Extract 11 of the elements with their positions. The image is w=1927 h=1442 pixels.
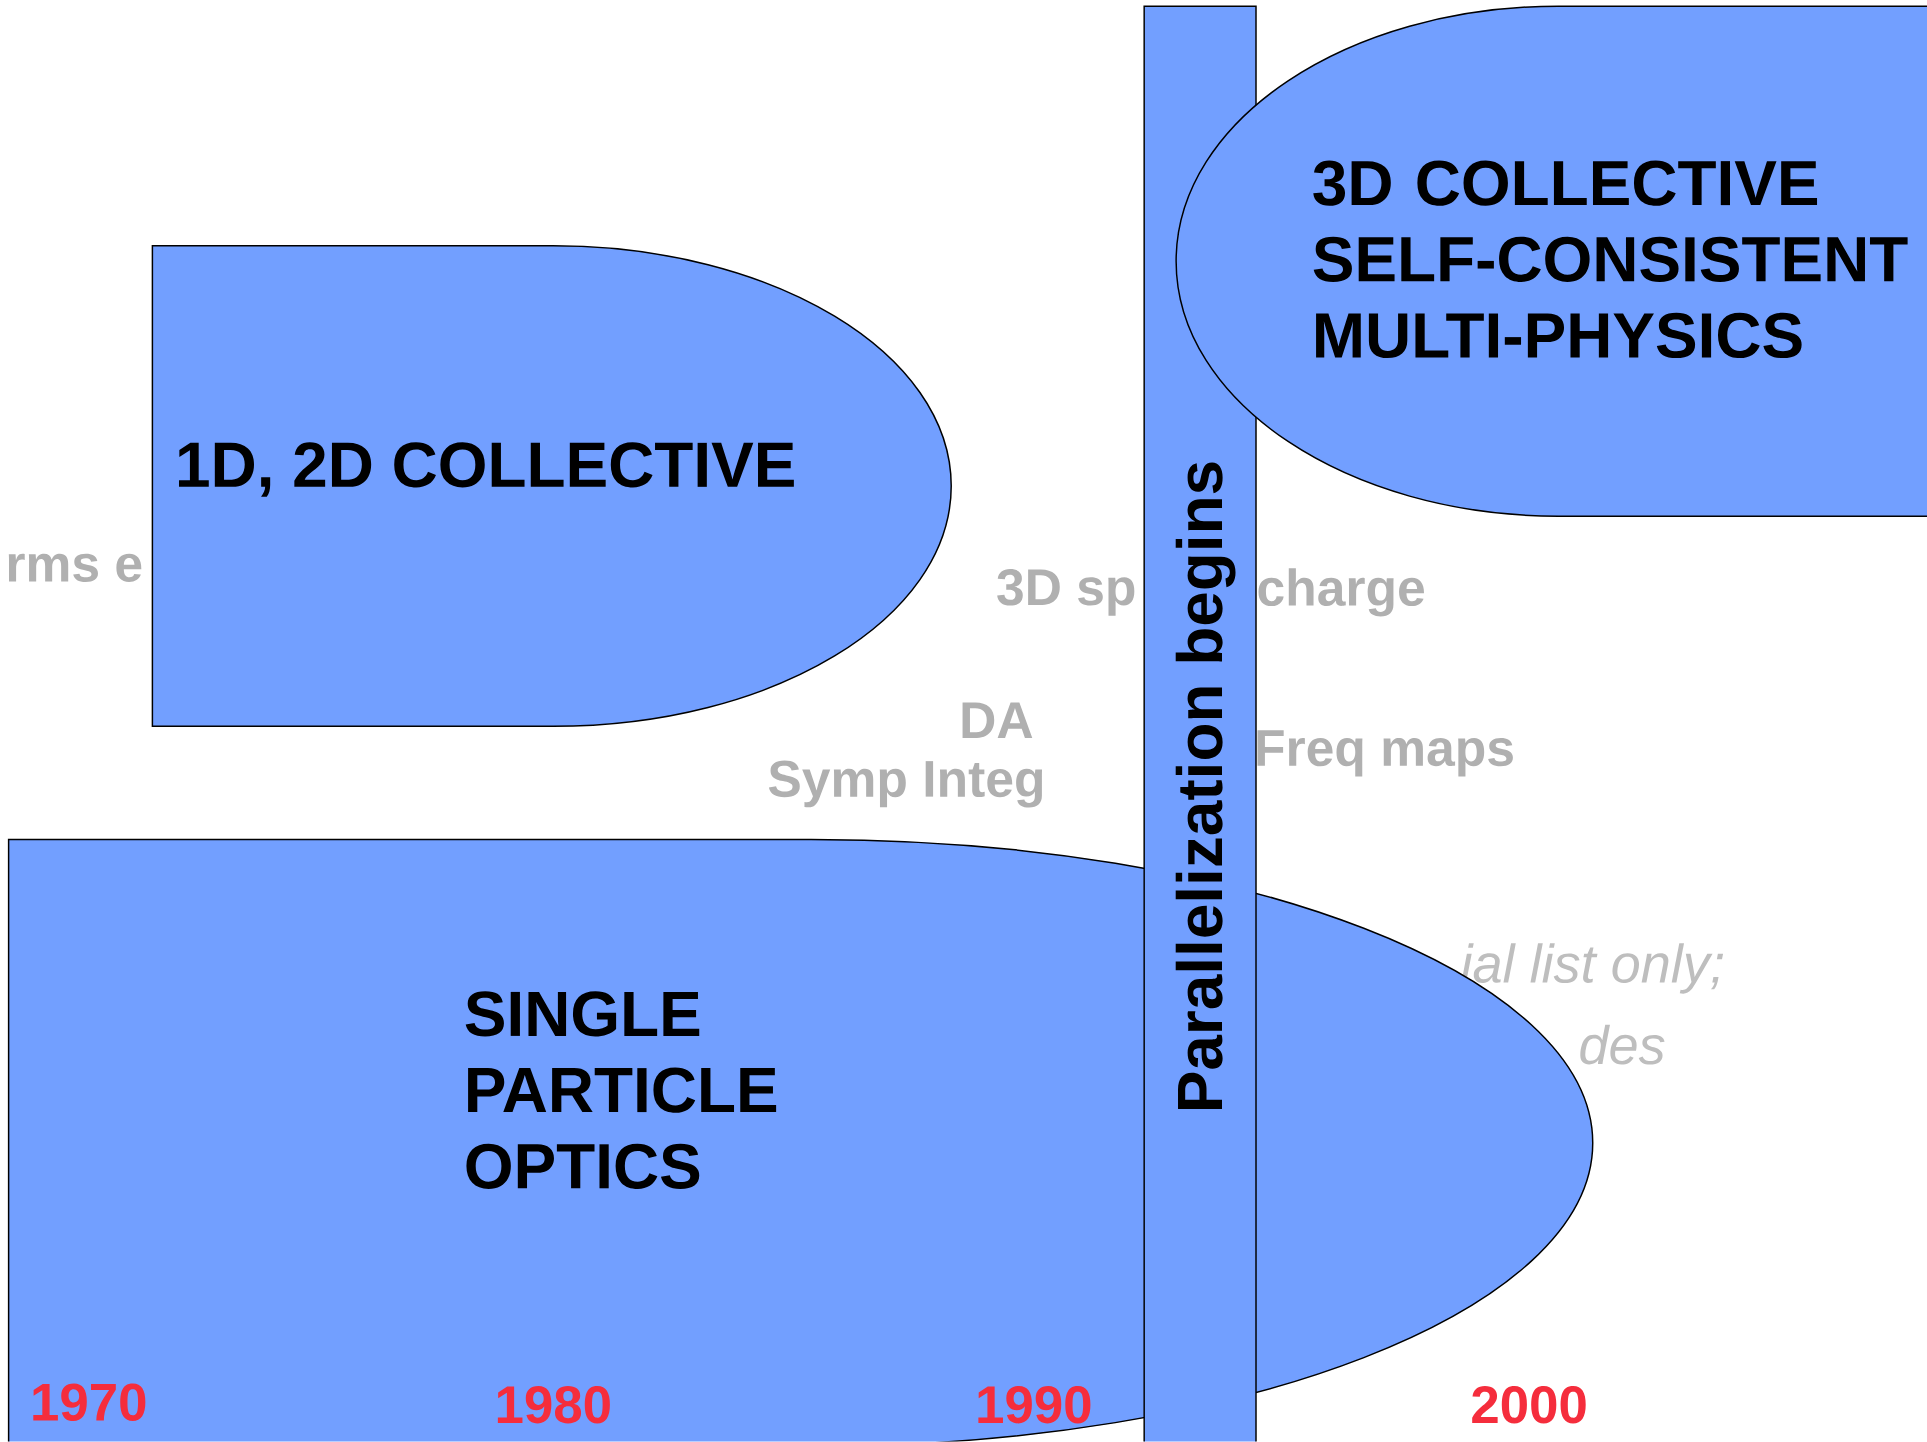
year-label: 1990 xyxy=(978,1386,1091,1424)
year-label: 1970 xyxy=(33,1383,146,1422)
code-name: 3D sp xyxy=(997,569,1135,616)
code-name: DA xyxy=(962,702,1033,739)
code-name: Symp Integ xyxy=(768,760,1043,808)
node-label: 3D COLLECTIVE SELF-CONSISTENT MULTI-PHYSICS xyxy=(1313,160,1908,359)
year-label: 1980 xyxy=(497,1386,610,1424)
year-label: 2000 xyxy=(1472,1386,1586,1424)
code-name: charge xyxy=(1258,568,1424,617)
code-name: Freq maps xyxy=(1257,730,1513,777)
stage-band: 1D, 2D COLLECTIVE xyxy=(151,245,952,728)
